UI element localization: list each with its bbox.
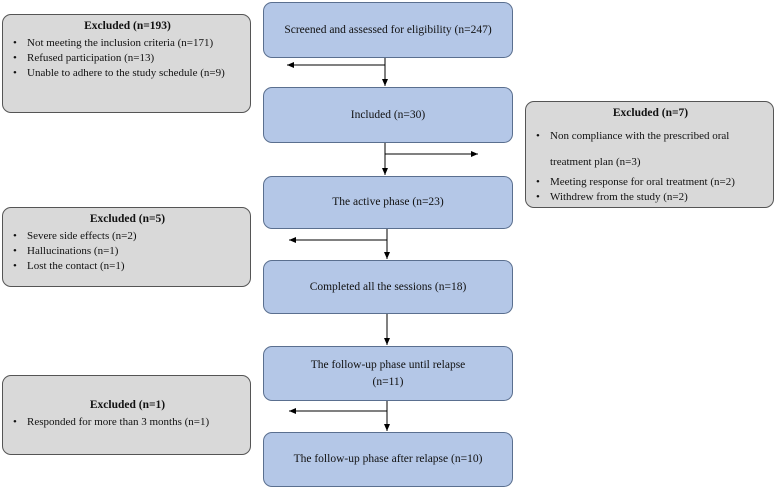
node-label-line: The follow-up phase until relapse	[310, 358, 466, 371]
node-label: Included (n=30)	[350, 108, 426, 121]
exclusion-box-2: Excluded (n=7) Non compliance with the p…	[525, 101, 774, 208]
exclusion-box-1: Excluded (n=193) Not meeting the inclusi…	[2, 14, 251, 113]
exclusion-list-3: Severe side effects (n=2) Hallucinations…	[13, 229, 242, 274]
exclusion-item: Hallucinations (n=1)	[13, 244, 242, 259]
exclusion-item: Withdrew from the study (n=2)	[536, 190, 765, 205]
exclusion-item: Unable to adhere to the study schedule (…	[13, 66, 242, 81]
node-label: The follow-up phase until relapse (n=11)	[311, 357, 466, 391]
exclusion-list-4: Responded for more than 3 months (n=1)	[13, 415, 242, 430]
exclusion-box-4: Excluded (n=1) Responded for more than 3…	[2, 375, 251, 455]
exclusion-title-1: Excluded (n=193)	[84, 20, 171, 32]
node-label: The active phase (n=23)	[332, 196, 444, 208]
node-label: The follow-up phase after relapse (n=10)	[293, 453, 483, 465]
exclusion-item: Refused participation (n=13)	[13, 51, 242, 66]
exclusion-item: Severe side effects (n=2)	[13, 229, 242, 244]
node-label: Screened and assessed for eligibility (n…	[284, 23, 492, 36]
exclusion-list-2: Non compliance with the prescribed oral …	[536, 123, 765, 205]
exclusion-item: Meeting response for oral treatment (n=2…	[536, 175, 765, 190]
node-active-phase: The active phase (n=23)	[263, 176, 513, 229]
node-followup-until-relapse: The follow-up phase until relapse (n=11)	[263, 346, 513, 401]
node-label: Completed all the sessions (n=18)	[309, 280, 467, 293]
exclusion-title-4: Excluded (n=1)	[89, 399, 166, 411]
exclusion-title-2: Excluded (n=7)	[612, 107, 689, 119]
node-completed-sessions: Completed all the sessions (n=18)	[263, 260, 513, 314]
node-label-line: (n=11)	[372, 375, 404, 388]
node-included: Included (n=30)	[263, 87, 513, 143]
node-followup-after-relapse: The follow-up phase after relapse (n=10)	[263, 432, 513, 487]
exclusion-item: Lost the contact (n=1)	[13, 259, 242, 274]
exclusion-box-3: Excluded (n=5) Severe side effects (n=2)…	[2, 207, 251, 287]
exclusion-item: Non compliance with the prescribed oral …	[536, 123, 765, 175]
exclusion-item: Not meeting the inclusion criteria (n=17…	[13, 36, 242, 51]
exclusion-item: Responded for more than 3 months (n=1)	[13, 415, 242, 430]
exclusion-list-1: Not meeting the inclusion criteria (n=17…	[13, 36, 242, 81]
exclusion-title-3: Excluded (n=5)	[89, 213, 166, 225]
node-screened: Screened and assessed for eligibility (n…	[263, 2, 513, 58]
